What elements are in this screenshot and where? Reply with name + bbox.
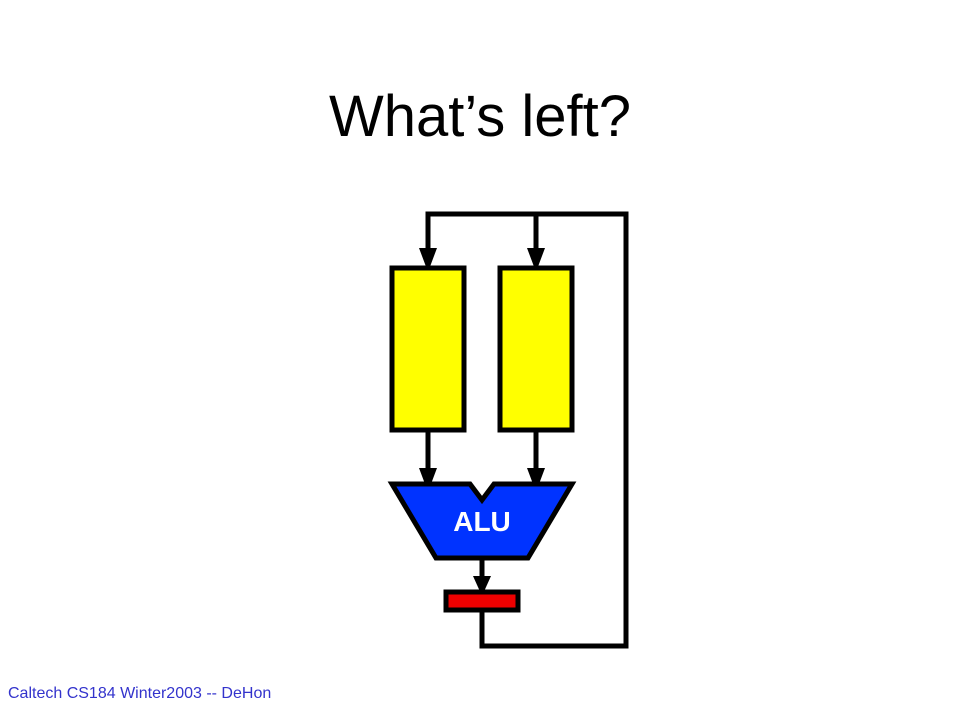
arrow-into-register-right xyxy=(527,248,545,272)
slide-title: What’s left? xyxy=(329,84,631,149)
slide-footer: Caltech CS184 Winter2003 -- DeHon xyxy=(8,685,272,702)
alu-label: ALU xyxy=(453,506,511,537)
arrow-into-alu-right xyxy=(527,468,545,492)
output-register xyxy=(443,589,521,613)
alu-block xyxy=(387,481,577,561)
arrow-into-register-left xyxy=(419,248,437,272)
register-left xyxy=(389,265,467,433)
arrow-into-alu-left xyxy=(419,468,437,492)
feedback-wire xyxy=(425,211,629,649)
arrow-into-output-register xyxy=(473,576,491,596)
register-right xyxy=(497,265,575,433)
